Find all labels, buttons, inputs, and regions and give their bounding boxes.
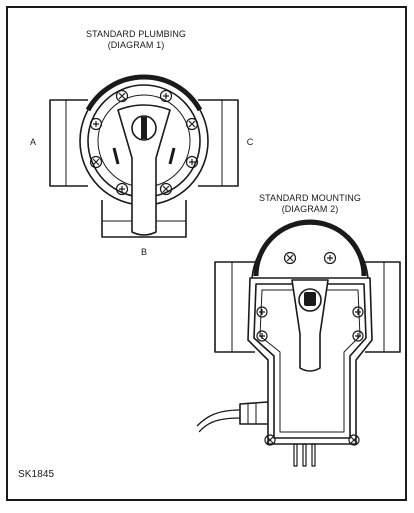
diagram-1-title-line1: STANDARD PLUMBING bbox=[85, 29, 187, 39]
valve-bolts bbox=[89, 89, 199, 196]
diagram-2-title: STANDARD MOUNTING (DIAGRAM 2) bbox=[235, 193, 385, 215]
valve-diagram-2 bbox=[196, 219, 401, 467]
sheet-border bbox=[6, 6, 407, 501]
diagram-1-title-line2: (DIAGRAM 1) bbox=[107, 40, 165, 50]
port-c-label: C bbox=[246, 137, 254, 147]
diagram-2-title-line2: (DIAGRAM 2) bbox=[281, 204, 339, 214]
cable-gland bbox=[239, 401, 269, 425]
valve-handle bbox=[117, 104, 171, 236]
actuator-handle bbox=[291, 279, 329, 372]
port-c-body bbox=[198, 99, 239, 187]
port-b-body bbox=[101, 200, 187, 238]
port-a-label: A bbox=[29, 137, 37, 147]
diagram-1-title: STANDARD PLUMBING (DIAGRAM 1) bbox=[66, 29, 206, 51]
drawing-number: SK1845 bbox=[18, 469, 55, 480]
port-b-label: B bbox=[140, 247, 148, 257]
power-cable bbox=[196, 409, 241, 427]
port-a-body bbox=[49, 99, 88, 187]
diagram-2-title-line1: STANDARD MOUNTING bbox=[258, 193, 362, 203]
valve-diagram-1 bbox=[49, 74, 239, 238]
terminal-pins bbox=[293, 443, 316, 467]
